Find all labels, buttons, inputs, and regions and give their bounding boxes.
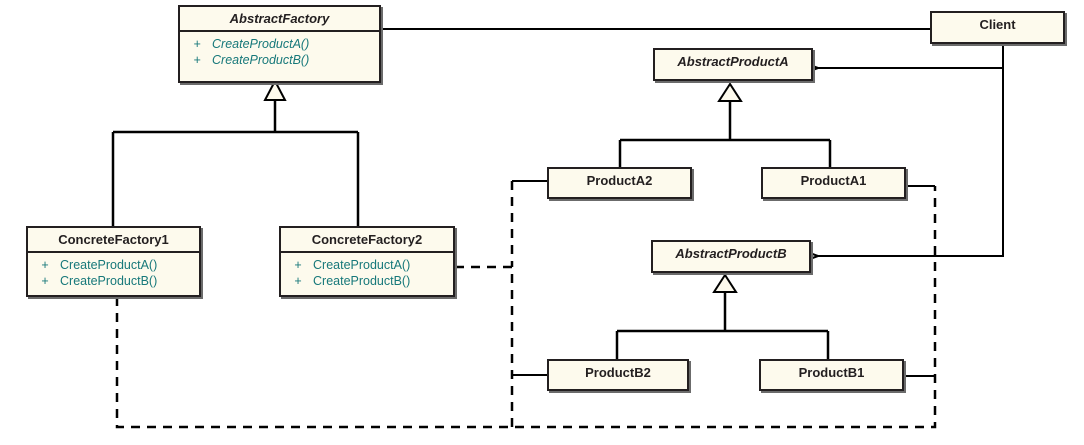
class-title-concrete-factory-1: ConcreteFactory1 — [58, 232, 169, 247]
class-members-concrete-factory-1: + CreateProductA() + CreateProductB() — [28, 253, 199, 294]
class-divider — [281, 251, 453, 253]
class-title-abstract-product-b: AbstractProductB — [675, 246, 787, 261]
class-title-product-b2: ProductB2 — [585, 365, 651, 380]
edge-generalization-product-a — [618, 82, 832, 169]
class-box-concrete-factory-1[interactable]: ConcreteFactory1 + CreateProductA() + Cr… — [26, 226, 201, 297]
member-name: CreateProductB() — [60, 274, 158, 288]
class-divider — [28, 251, 199, 253]
member-visibility: + — [294, 258, 302, 272]
class-member: + CreateProductB() — [283, 273, 451, 289]
edge-generalization-product-b — [615, 273, 830, 359]
member-name: CreateProductB() — [313, 274, 411, 288]
edge-dependency-concrete-factory-1 — [115, 186, 937, 429]
member-visibility: + — [41, 274, 49, 288]
class-divider — [180, 30, 379, 32]
class-members-abstract-factory: + CreateProductA() + CreateProductB() — [180, 32, 379, 73]
class-title-concrete-factory-2: ConcreteFactory2 — [311, 232, 423, 247]
member-visibility: + — [41, 258, 49, 272]
class-box-product-a2[interactable]: ProductA2 — [547, 167, 692, 199]
member-name: CreateProductA() — [212, 37, 310, 51]
class-box-client[interactable]: Client — [930, 11, 1065, 44]
class-members-concrete-factory-2: + CreateProductA() + CreateProductB() — [281, 253, 453, 294]
class-box-abstract-product-a[interactable]: AbstractProductA — [653, 48, 813, 81]
member-name: CreateProductA() — [60, 258, 158, 272]
class-box-concrete-factory-2[interactable]: ConcreteFactory2 + CreateProductA() + Cr… — [279, 226, 455, 297]
class-member: + CreateProductA() — [30, 257, 197, 273]
class-member: + CreateProductB() — [30, 273, 197, 289]
edge-client-to-abstract-product-b — [818, 44, 1004, 256]
edge-dependency-concrete-factory-2 — [455, 181, 547, 427]
class-title-abstract-product-a: AbstractProductA — [677, 54, 789, 69]
member-visibility: + — [193, 37, 201, 51]
class-title-product-b1: ProductB1 — [798, 365, 865, 380]
member-visibility: + — [193, 53, 201, 67]
class-box-product-b2[interactable]: ProductB2 — [547, 359, 689, 391]
class-box-product-b1[interactable]: ProductB1 — [759, 359, 904, 391]
class-title-product-a2: ProductA2 — [586, 173, 653, 188]
class-member: + CreateProductA() — [182, 36, 377, 52]
edge-generalization-factories — [111, 78, 360, 226]
edge-client-to-abstract-product-a — [818, 44, 1004, 68]
class-member: + CreateProductB() — [182, 52, 377, 68]
class-box-product-a1[interactable]: ProductA1 — [761, 167, 906, 199]
class-title-client: Client — [979, 17, 1016, 32]
class-box-abstract-factory[interactable]: AbstractFactory + CreateProductA() + Cre… — [178, 5, 381, 83]
class-title-abstract-factory: AbstractFactory — [229, 11, 330, 26]
class-title-product-a1: ProductA1 — [800, 173, 867, 188]
class-box-abstract-product-b[interactable]: AbstractProductB — [651, 240, 811, 273]
member-name: CreateProductB() — [212, 53, 310, 67]
class-member: + CreateProductA() — [283, 257, 451, 273]
member-visibility: + — [294, 274, 302, 288]
member-name: CreateProductA() — [313, 258, 411, 272]
